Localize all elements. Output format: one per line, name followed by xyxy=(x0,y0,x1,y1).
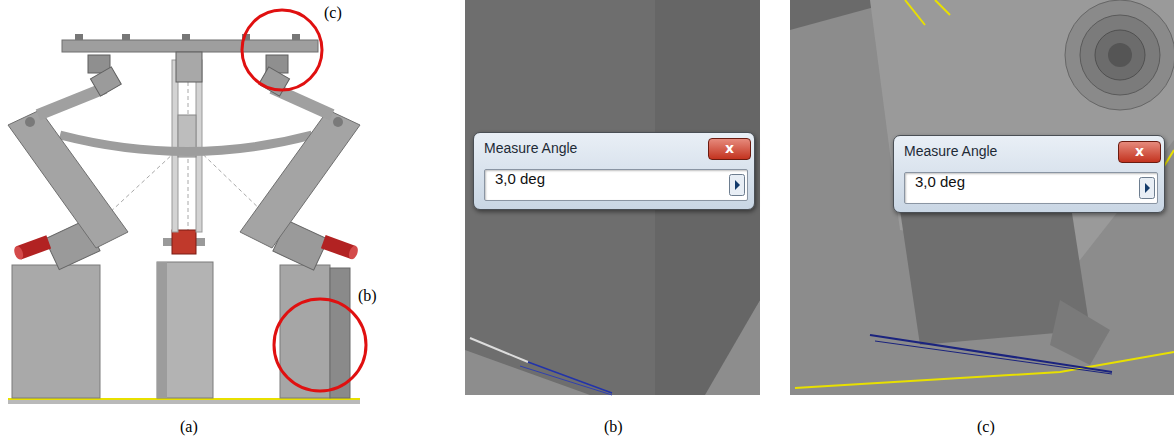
robot-illustration-part xyxy=(90,67,121,96)
dialog-title: Measure Angle xyxy=(484,140,577,156)
robot-illustration-part xyxy=(157,262,213,398)
robot-illustration-part-part xyxy=(90,67,121,96)
robot-illustration-part xyxy=(176,52,202,82)
zoom-view-b-part xyxy=(470,338,528,362)
zoom-view-c-part xyxy=(905,0,925,25)
zoom-view-c-part xyxy=(870,335,1112,372)
robot-illustration-part xyxy=(60,135,312,152)
view-marker: (c) xyxy=(324,4,342,22)
zoom-view-b xyxy=(465,0,760,395)
robot-illustration-part xyxy=(75,34,83,40)
zoom-view-b-part xyxy=(465,0,760,395)
value-field: 3,0 deg xyxy=(484,169,748,201)
arrow-glyph xyxy=(735,180,740,190)
close-button: x xyxy=(708,138,751,160)
zoom-view-c-part xyxy=(790,0,1174,395)
robot-illustration-part xyxy=(38,88,105,115)
zoom-view-b-part xyxy=(520,366,612,395)
zoom-view-c-part xyxy=(1050,300,1110,365)
robot-illustration-part xyxy=(172,60,178,232)
robot-illustration-part xyxy=(13,235,52,260)
angle-value: 3,0 deg xyxy=(495,170,545,187)
robot-illustration-part-part xyxy=(259,67,290,96)
value-field: 3,0 deg xyxy=(904,172,1158,204)
zoom-view-c-part xyxy=(935,0,950,15)
robot-illustration-part xyxy=(240,110,360,248)
button-frame xyxy=(730,175,745,196)
robot-illustration-part xyxy=(172,230,196,254)
robot-illustration-part xyxy=(242,10,322,90)
robot-illustration-part xyxy=(321,235,360,260)
robot-illustration-part xyxy=(62,40,318,52)
zoom-view-c-part xyxy=(875,341,1112,374)
robot-illustration-part xyxy=(12,265,100,398)
close-glyph: x xyxy=(725,140,734,156)
subfigure-caption: (b) xyxy=(604,418,623,436)
robot-illustration-part xyxy=(122,34,130,40)
robot-illustration-part xyxy=(8,110,128,248)
view-marker: (b) xyxy=(358,287,377,305)
robot-illustration-part xyxy=(259,67,290,96)
angle-value: 3,0 deg xyxy=(915,173,965,190)
robot-illustration-part xyxy=(182,34,190,40)
zoom-view-c-part xyxy=(795,352,1174,388)
robot-illustration xyxy=(8,10,366,404)
subfigure-caption: (c) xyxy=(977,418,995,436)
zoom-view-b-part xyxy=(465,0,760,395)
zoom-view-c-part xyxy=(1108,43,1132,67)
robot-illustration-part xyxy=(274,299,366,391)
robot-illustration-part xyxy=(25,117,35,127)
zoom-view-c-part xyxy=(1065,0,1174,110)
close-button: x xyxy=(1118,141,1161,163)
dropdown-arrow-button xyxy=(1139,177,1155,199)
robot-illustration-part xyxy=(292,34,300,40)
arrow-glyph xyxy=(1145,183,1150,193)
close-glyph: x xyxy=(1135,143,1144,159)
robot-illustration-part xyxy=(157,262,167,398)
zoom-view-b-part xyxy=(528,362,612,393)
robot-illustration-part xyxy=(196,60,202,232)
dialog-window: Measure Angle 3,0 deg x xyxy=(473,132,755,210)
subfigure-caption: (a) xyxy=(180,418,198,436)
dropdown-arrow-button xyxy=(729,174,745,196)
robot-illustration-part-part xyxy=(13,245,25,261)
robot-illustration-part xyxy=(333,117,343,127)
robot-illustration-part xyxy=(330,268,350,398)
robot-illustration-part-part xyxy=(347,245,359,261)
zoom-view-c-part xyxy=(1080,15,1160,95)
zoom-view-c xyxy=(790,0,1174,395)
zoom-view-c-part xyxy=(1095,30,1145,80)
dialog-title: Measure Angle xyxy=(904,143,997,159)
robot-illustration-part xyxy=(8,398,360,404)
dialog-window: Measure Angle 3,0 deg x xyxy=(893,135,1165,213)
button-frame xyxy=(1140,178,1155,199)
